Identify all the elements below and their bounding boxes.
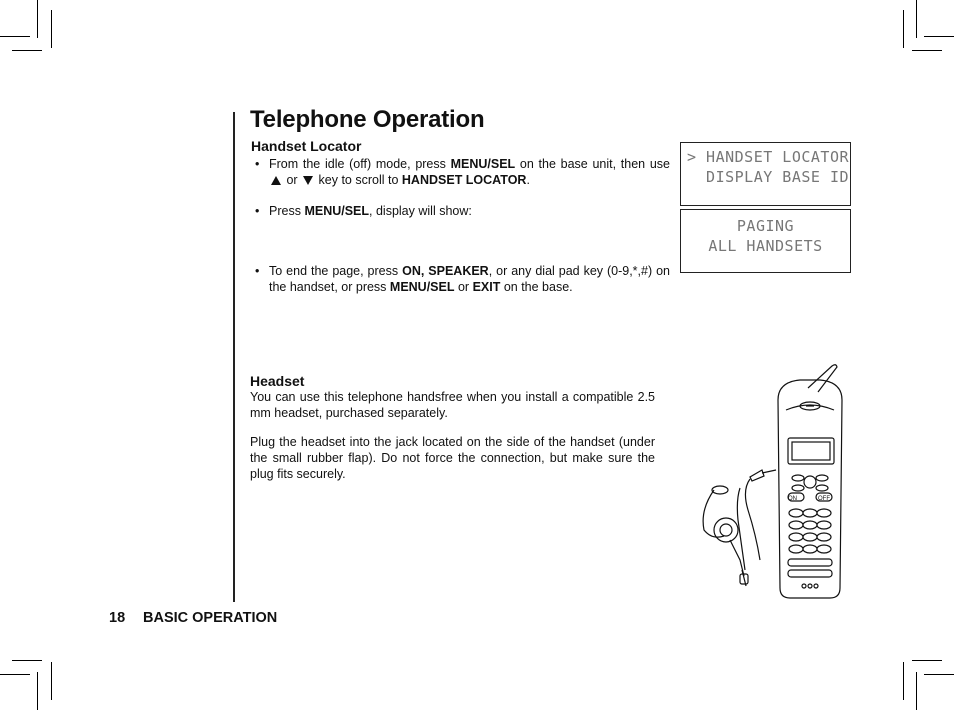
crop-mark (924, 674, 954, 675)
headset-heading: Headset (250, 373, 305, 389)
crop-mark (37, 672, 38, 710)
menu-sel-key: MENU/SEL (450, 157, 516, 171)
handset-locator-option: HANDSET LOCATOR (401, 173, 527, 187)
menu-sel-key: MENU/SEL (304, 204, 370, 218)
handset-locator-heading: Handset Locator (251, 138, 362, 154)
bullet-press-menu: Press MENU/SEL, display will show: (269, 204, 472, 218)
lcd-line: DISPLAY BASE ID (687, 168, 850, 186)
menu-sel-key: MENU/SEL (389, 280, 455, 294)
on-speaker-keys: ON, SPEAKER (402, 264, 489, 278)
crop-mark (12, 660, 42, 661)
bullet-end-page: To end the page, press ON, SPEAKER, or a… (269, 264, 671, 294)
lcd-paging-display: PAGING ALL HANDSETS (680, 209, 851, 273)
crop-mark (51, 662, 52, 700)
margin-rule (233, 112, 235, 602)
lcd-menu-display: > HANDSET LOCATOR DISPLAY BASE ID (680, 142, 851, 206)
handset-headset-illustration: ON OFF (702, 364, 843, 599)
crop-mark (916, 0, 917, 38)
crop-mark (916, 672, 917, 710)
crop-mark (903, 10, 904, 48)
lcd-line: PAGING (736, 217, 795, 235)
bullet-marker: • (255, 264, 260, 278)
bullet-marker: • (255, 157, 260, 171)
down-arrow-icon (303, 176, 314, 185)
up-arrow-icon (271, 176, 281, 185)
headset-instructions: Plug the headset into the jack located o… (250, 435, 655, 481)
bullet-marker: • (255, 204, 260, 218)
bullet-scroll-instruction: From the idle (off) mode, press MENU/SEL… (269, 157, 670, 187)
page-number: 18 (109, 610, 126, 626)
page-title: Telephone Operation (250, 106, 485, 133)
crop-mark (12, 50, 42, 51)
lcd-line: ALL HANDSETS (708, 237, 823, 255)
section-name: BASIC OPERATION (143, 610, 278, 626)
crop-mark (912, 50, 942, 51)
on-key-label: ON (788, 496, 797, 502)
crop-mark (0, 36, 30, 37)
crop-mark (51, 10, 52, 48)
lcd-line: > HANDSET LOCATOR (687, 148, 850, 166)
crop-mark (37, 0, 38, 38)
crop-mark (0, 674, 30, 675)
crop-mark (903, 662, 904, 700)
exit-key: EXIT (472, 280, 501, 294)
headset-intro: You can use this telephone handsfree whe… (250, 390, 655, 420)
crop-mark (924, 36, 954, 37)
crop-mark (912, 660, 942, 661)
off-key-label: OFF (818, 496, 830, 502)
